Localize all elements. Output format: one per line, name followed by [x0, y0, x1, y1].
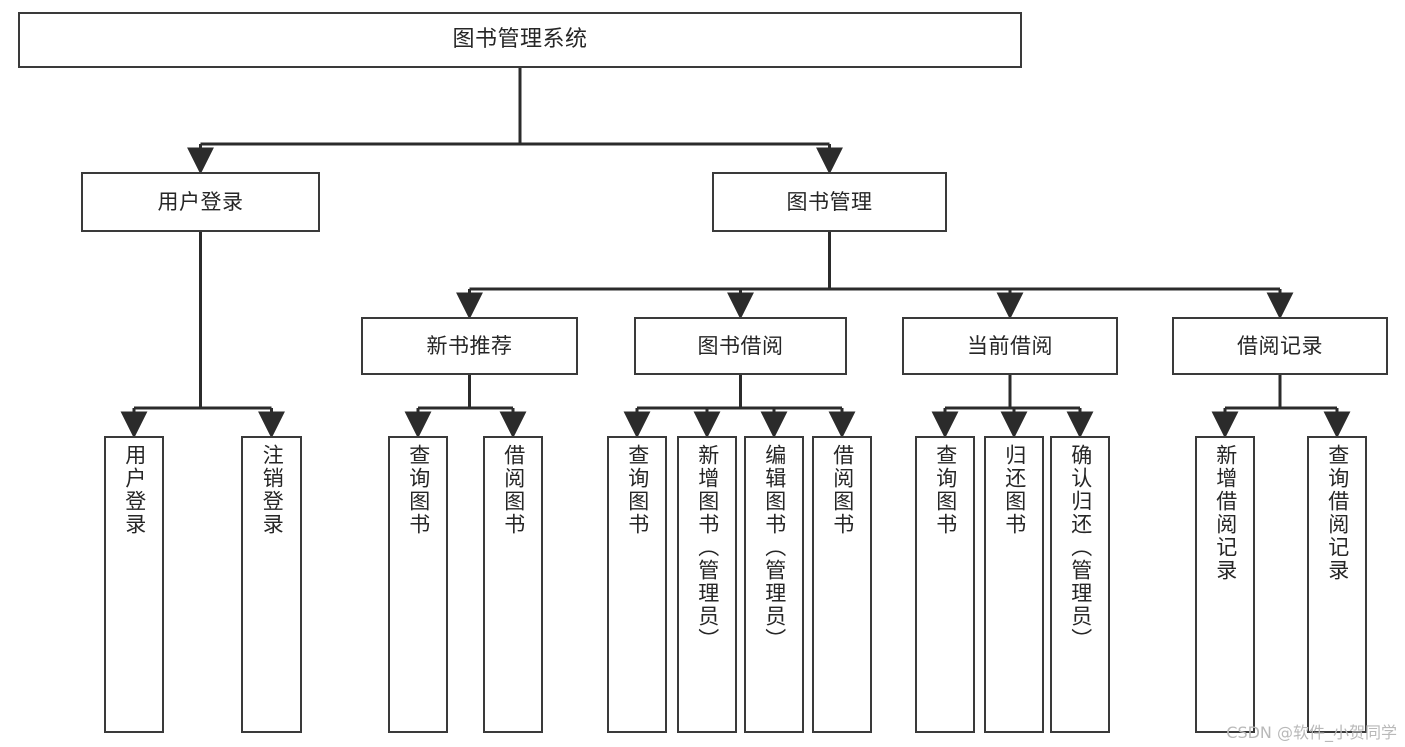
node-leaf-user-login[interactable]: 用户登录	[104, 436, 164, 733]
node-label: 图书借阅	[697, 333, 784, 358]
node-leaf-confirm-ret[interactable]: 确认归还（管理员）	[1050, 436, 1110, 733]
node-leaf-return-book[interactable]: 归还图书	[984, 436, 1044, 733]
node-label: 编辑图书（管理员）	[762, 444, 787, 651]
node-label: 图书管理	[786, 189, 873, 214]
node-label: 确认归还（管理员）	[1068, 444, 1093, 651]
node-label: 用户登录	[157, 189, 244, 214]
node-current-borrow[interactable]: 当前借阅	[902, 317, 1118, 375]
node-root[interactable]: 图书管理系统	[18, 12, 1022, 68]
node-label: 借阅图书	[501, 444, 526, 536]
node-book-borrow[interactable]: 图书借阅	[634, 317, 847, 375]
node-leaf-borrow-book-1[interactable]: 借阅图书	[483, 436, 543, 733]
node-label: 查询图书	[933, 444, 958, 536]
node-leaf-add-book[interactable]: 新增图书（管理员）	[677, 436, 737, 733]
node-leaf-user-logout[interactable]: 注销登录	[241, 436, 302, 733]
node-borrow-record[interactable]: 借阅记录	[1172, 317, 1388, 375]
node-label: 新增借阅记录	[1213, 444, 1238, 582]
node-label: 新增图书（管理员）	[695, 444, 720, 651]
node-leaf-query-record[interactable]: 查询借阅记录	[1307, 436, 1367, 733]
node-label: 新书推荐	[426, 333, 513, 358]
node-label: 注销登录	[260, 444, 285, 536]
node-leaf-query-book-1[interactable]: 查询图书	[388, 436, 448, 733]
node-label: 借阅图书	[830, 444, 855, 536]
node-label: 用户登录	[122, 444, 147, 536]
node-new-book-rec[interactable]: 新书推荐	[361, 317, 578, 375]
node-label: 查询图书	[625, 444, 650, 536]
node-leaf-borrow-book-2[interactable]: 借阅图书	[812, 436, 872, 733]
csdn-watermark: CSDN @软件_小贺同学	[1226, 723, 1397, 742]
node-leaf-query-book-2[interactable]: 查询图书	[607, 436, 667, 733]
node-leaf-query-book-3[interactable]: 查询图书	[915, 436, 975, 733]
node-label: 图书管理系统	[452, 27, 588, 53]
node-label: 查询图书	[406, 444, 431, 536]
node-label: 归还图书	[1002, 444, 1027, 536]
node-label: 当前借阅	[967, 333, 1053, 358]
node-label: 借阅记录	[1237, 333, 1323, 358]
node-leaf-edit-book[interactable]: 编辑图书（管理员）	[744, 436, 804, 733]
node-leaf-add-record[interactable]: 新增借阅记录	[1195, 436, 1255, 733]
node-user-login[interactable]: 用户登录	[81, 172, 320, 232]
node-label: 查询借阅记录	[1325, 444, 1350, 582]
node-book-manage[interactable]: 图书管理	[712, 172, 947, 232]
